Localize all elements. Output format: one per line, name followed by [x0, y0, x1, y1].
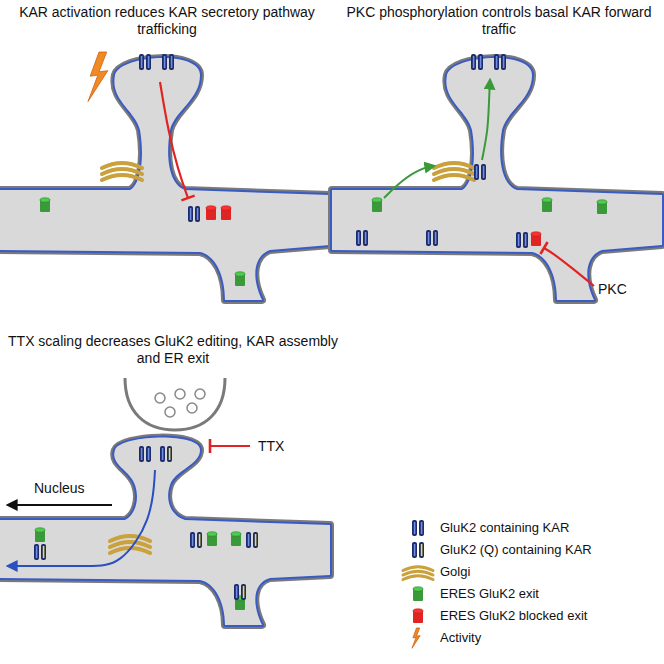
inhibition-bar [209, 439, 212, 453]
inhibition-bar [181, 196, 194, 201]
eres-cylinder [221, 206, 231, 220]
panel-heading: PKC phosphorylation controls basal KAR f… [346, 4, 652, 38]
direction-label: Nucleus [34, 480, 85, 497]
legend-text: GluK2 (Q) containing KAR [440, 542, 592, 558]
eres-cylinder [206, 206, 216, 220]
golgi-stack [434, 163, 474, 180]
kar-receptor [188, 206, 200, 222]
eres-cylinder [413, 587, 423, 601]
kar-q-receptor [246, 532, 258, 548]
inhibition-bar [540, 242, 547, 254]
presynaptic-terminal [125, 378, 225, 430]
activity-bolt [88, 52, 108, 102]
kar-q-receptor [234, 584, 246, 600]
activity-bolt [412, 628, 420, 648]
inhibition-line [160, 82, 188, 198]
eres-cylinder [40, 198, 50, 212]
legend-text: Activity [440, 630, 481, 646]
kar-receptor [494, 54, 506, 70]
kar-receptor [426, 230, 438, 246]
kar-receptor [356, 230, 368, 246]
kar-q-receptor [160, 446, 172, 462]
eres-cylinder [542, 198, 552, 212]
signal-arrow [8, 470, 155, 566]
dendrite [332, 54, 662, 300]
inhibition-line [544, 248, 594, 286]
eres-cylinder [597, 200, 607, 214]
kar-receptor [162, 54, 174, 70]
dendrite [0, 438, 330, 625]
legend-text: ERES GluK2 blocked exit [440, 608, 587, 624]
panel-heading: KAR activation reduces KAR secretory pat… [14, 4, 320, 38]
kar-receptor [471, 54, 483, 70]
kar-receptor [412, 520, 424, 536]
kar-q-receptor [34, 544, 46, 560]
panel-heading: TTX scaling decreases GluK2 editing, KAR… [8, 333, 338, 367]
golgi-stack [102, 163, 142, 180]
kinase-label: PKC [598, 281, 627, 298]
eres-cylinder [531, 232, 541, 246]
eres-cylinder [235, 272, 245, 286]
kar-q-receptor [412, 542, 424, 558]
eres-cylinder [372, 198, 382, 212]
kar-q-receptor [190, 532, 202, 548]
eres-cylinder [231, 532, 241, 546]
eres-cylinder [35, 528, 45, 542]
inhibition-line [210, 445, 250, 447]
kar-receptor [516, 232, 528, 248]
legend-text: GluK2 containing KAR [440, 520, 569, 536]
direction-arrow [8, 504, 112, 506]
eres-cylinder [207, 532, 217, 546]
trafficking-arrow [482, 80, 490, 160]
dendrite [0, 52, 330, 300]
legend [403, 520, 433, 648]
kar-receptor [139, 54, 151, 70]
eres-cylinder [413, 609, 423, 623]
trafficking-arrow [384, 166, 434, 198]
legend-text: ERES GluK2 exit [440, 586, 539, 602]
drug-label: TTX [258, 438, 284, 455]
golgi-stack [403, 567, 433, 580]
legend-text: Golgi [440, 564, 470, 580]
kar-receptor [474, 164, 486, 180]
kar-receptor [139, 446, 151, 462]
